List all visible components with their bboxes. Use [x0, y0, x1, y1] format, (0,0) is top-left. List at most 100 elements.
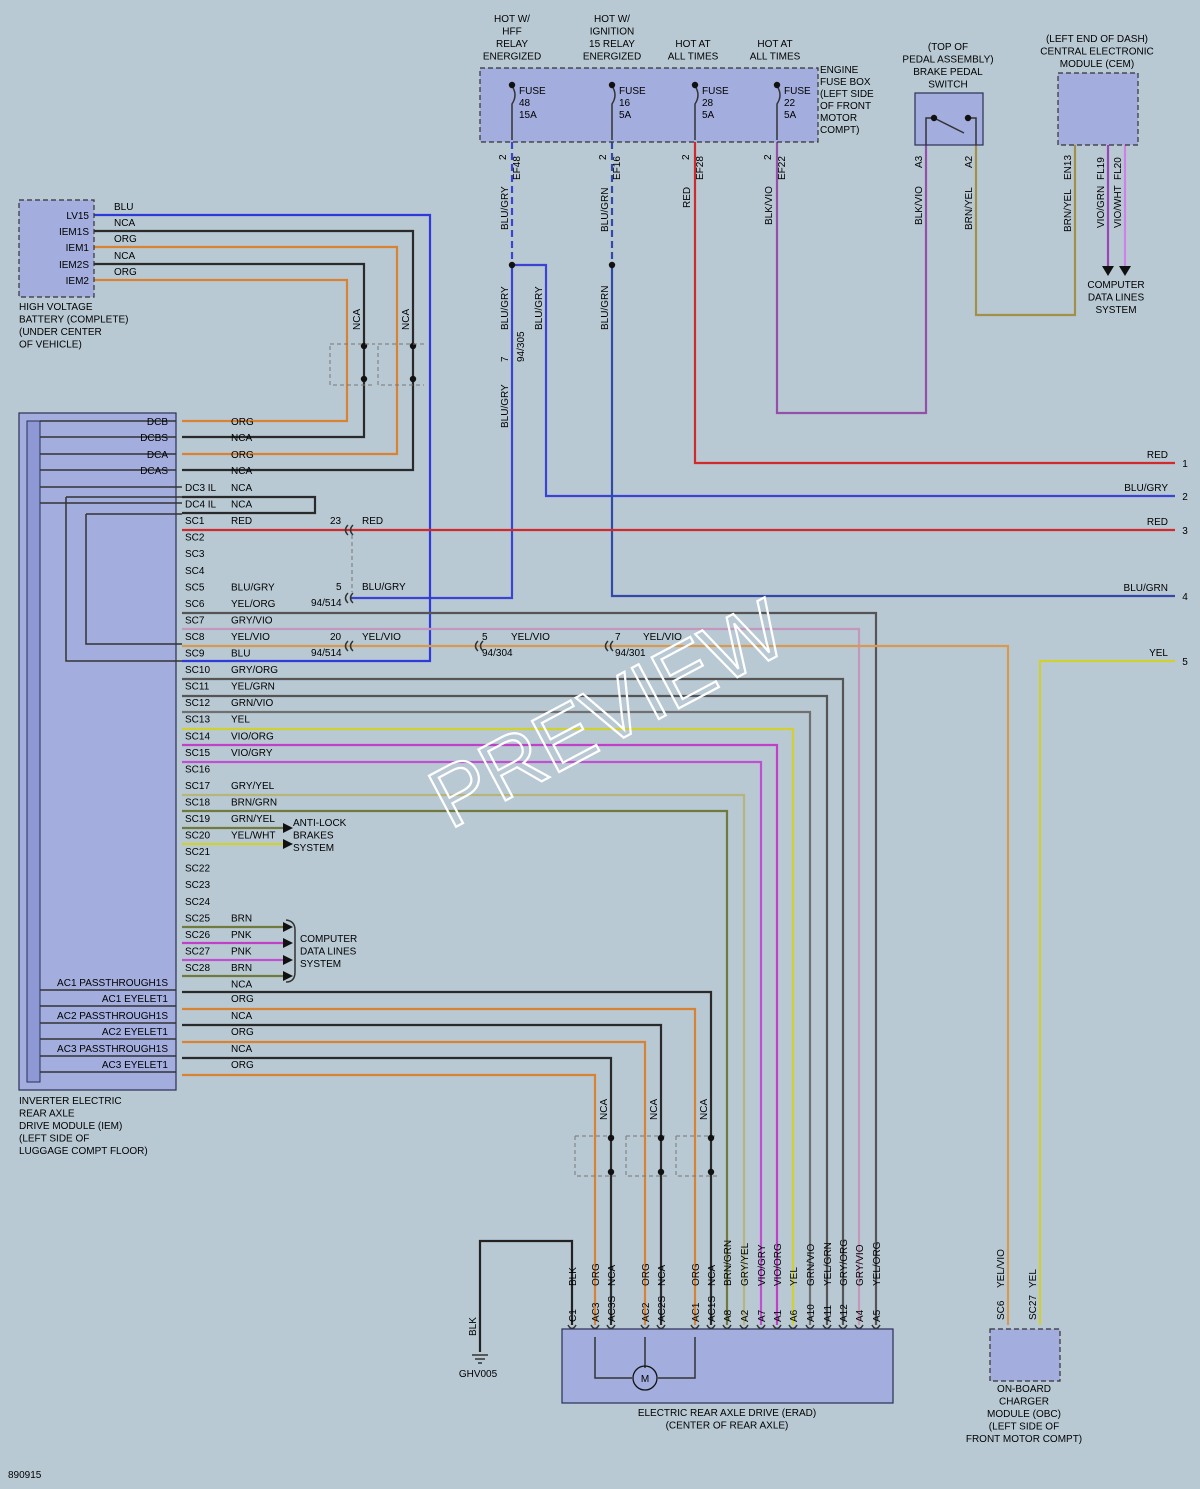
fuse-number: 48	[519, 98, 531, 109]
inline-connector	[344, 524, 354, 536]
wire-label: BLK/VIO	[764, 186, 775, 225]
wire-sc-circuit	[182, 793, 746, 1325]
erad-pin: A5	[872, 1309, 883, 1322]
wire-label: VIO/ORG	[231, 731, 274, 742]
fuse-header: HOT AT	[675, 39, 710, 50]
iem-pin: SC14	[185, 731, 210, 742]
iem-label: REAR AXLE	[19, 1109, 75, 1120]
erad-label: (CENTER OF REAR AXLE)	[666, 1421, 789, 1432]
splice-dot	[508, 261, 516, 269]
inline-connector	[344, 592, 354, 604]
wire-label: BLK/VIO	[914, 186, 925, 225]
wire-sc-circuit	[182, 627, 861, 1325]
shield-splice-dot	[657, 1134, 665, 1142]
fuse-box-label: ENGINE	[820, 65, 859, 76]
wire-dc-interlock	[182, 495, 317, 515]
wire-sc-circuit	[182, 727, 795, 1325]
wire-label: BLK	[468, 1317, 479, 1336]
wire-label: BRN	[231, 913, 252, 924]
battery-pin: LV15	[66, 211, 89, 222]
wire-label: ORG	[231, 1060, 254, 1071]
fuse-header: 15 RELAY	[589, 39, 635, 50]
obc-label: ON-BOARD	[997, 1384, 1051, 1395]
wire-label: ORG	[114, 267, 137, 278]
fuse-header: RELAY	[496, 39, 528, 50]
pin-terminal	[822, 1324, 832, 1330]
wire-obc-sc27	[1038, 659, 1175, 1325]
wire-label: YEL/ORG	[231, 599, 276, 610]
wire-label: YEL/VIO	[643, 632, 682, 643]
erad-pin: A11	[823, 1305, 834, 1322]
iem-pin: SC6	[185, 599, 205, 610]
inline-pin: 7	[615, 632, 621, 643]
wire-label: GRY/YEL	[740, 1242, 751, 1286]
arrow-icon	[1102, 266, 1131, 276]
motor-icon	[632, 1365, 658, 1391]
iem-pin: SC10	[185, 665, 210, 676]
wire-label: RED	[682, 187, 693, 208]
iem-pin: SC19	[185, 814, 210, 825]
wire-ac3-shield	[182, 1056, 613, 1325]
wire-battery-iem1s	[94, 229, 415, 472]
wire-label: BLU	[231, 649, 250, 660]
cem-label: CENTRAL ELECTRONIC	[1040, 47, 1154, 58]
iem-label: INVERTER ELECTRIC	[19, 1096, 122, 1107]
fuse-box-label: OF FRONT	[820, 101, 871, 112]
wire-sc-circuit	[182, 743, 779, 1325]
fuse-header: HOT W/	[594, 14, 630, 25]
iem-pin: SC5	[185, 582, 205, 593]
internal-lead	[40, 486, 182, 662]
wire-label: RED	[231, 516, 252, 527]
arrow-icon	[283, 922, 293, 932]
switch-dot	[964, 114, 972, 122]
pin-terminal	[722, 1324, 732, 1330]
wire-label: BLU/GRY	[362, 582, 406, 593]
abs-destination-label: SYSTEM	[293, 843, 334, 854]
battery-pin: IEM2	[66, 276, 90, 287]
battery-pin: IEM2S	[59, 260, 89, 271]
wire-ac1-shield	[182, 990, 713, 1325]
wire-label: YEL/GRN	[231, 682, 275, 693]
wire-label: RED	[1147, 450, 1168, 461]
iem-pin: AC1 PASSTHROUGH1S	[57, 978, 168, 989]
motor-winding	[594, 1337, 696, 1379]
splice-conn: 94/305	[516, 331, 527, 362]
pin-terminal	[706, 1324, 716, 1330]
erad-pin: A7	[757, 1309, 768, 1322]
fuse-top-dot	[508, 81, 516, 89]
wire-label: NCA	[607, 1265, 618, 1286]
wire-label: BRN	[231, 963, 252, 974]
obc-label: MODULE (OBC)	[987, 1409, 1061, 1420]
wire-label: VIO/GRN	[1096, 186, 1107, 228]
iem-pin: AC1 EYELET1	[102, 994, 169, 1005]
arrow-icon	[283, 839, 293, 849]
shield-splice-dot	[607, 1168, 615, 1176]
erad-pin: AC3	[591, 1302, 602, 1322]
abs-destination-label: ANTI-LOCK	[293, 818, 347, 829]
wire-label: ORG	[114, 234, 137, 245]
pin-terminal	[788, 1324, 798, 1330]
pin-terminal	[772, 1324, 782, 1330]
iem-pin: SC15	[185, 748, 210, 759]
iem-pin: SC12	[185, 698, 210, 709]
wire-label: BLU/GRN	[600, 188, 611, 232]
fuse-header: ENERGIZED	[583, 52, 641, 63]
fuse-header: IGNITION	[590, 27, 634, 38]
wire-sc-circuit	[182, 809, 729, 1325]
wire-battery-iem2s	[94, 262, 366, 439]
shield-label: NCA	[649, 1099, 660, 1120]
inline-pin: 23	[330, 516, 342, 527]
shield-label: NCA	[401, 309, 412, 330]
fuse-cavity: EF16	[612, 156, 623, 180]
pin-terminal	[606, 1324, 616, 1330]
wire-label: GRY/VIO	[231, 615, 273, 626]
wire-label: NCA	[114, 251, 135, 262]
splice-pin: 7	[500, 356, 511, 362]
fuse-pin: 2	[498, 154, 509, 160]
inline-conn: 94/514	[311, 648, 342, 659]
iem-pin: AC2 EYELET1	[102, 1027, 169, 1038]
iem-label: LUGGAGE COMPT FLOOR)	[19, 1146, 148, 1157]
shield-label: NCA	[599, 1099, 610, 1120]
erad-pin: C1	[568, 1309, 579, 1322]
